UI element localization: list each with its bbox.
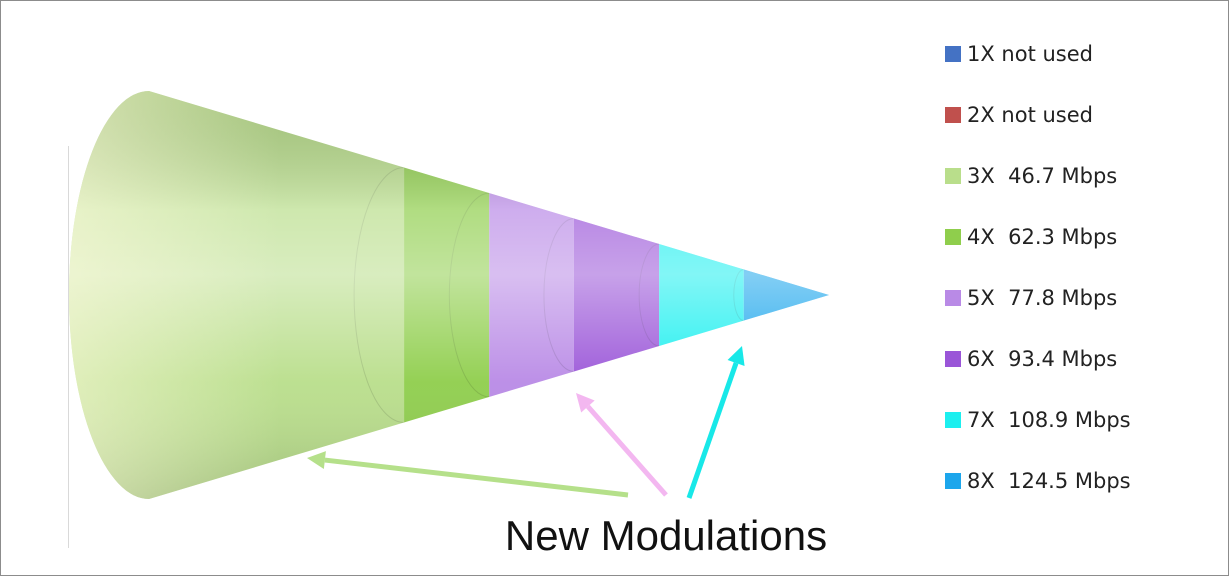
legend-label: 2X not used xyxy=(967,103,1093,127)
legend-swatch xyxy=(945,229,961,245)
legend-label: 4X 62.3 Mbps xyxy=(967,225,1118,249)
legend-label: 6X 93.4 Mbps xyxy=(967,347,1118,371)
legend-label: 1X not used xyxy=(967,42,1093,66)
legend-swatch xyxy=(945,290,961,306)
annotation-arrows xyxy=(307,346,745,499)
legend-swatch xyxy=(945,168,961,184)
arrowhead-3x xyxy=(307,451,326,470)
legend-swatch xyxy=(945,107,961,123)
legend-item: 1X not used xyxy=(945,39,1093,69)
legend-label: 8X 124.5 Mbps xyxy=(967,469,1131,493)
legend-item: 7X 108.9 Mbps xyxy=(945,405,1131,435)
legend-item: 4X 62.3 Mbps xyxy=(945,222,1117,252)
legend-item: 2X not used xyxy=(945,100,1093,130)
arrow-3x xyxy=(324,457,629,498)
legend-item: 3X 46.7 Mbps xyxy=(945,161,1117,191)
legend-item: 8X 124.5 Mbps xyxy=(945,466,1131,496)
legend-swatch xyxy=(945,46,961,62)
legend-swatch xyxy=(945,473,961,489)
legend-item: 5X 77.8 Mbps xyxy=(945,283,1117,313)
legend-swatch xyxy=(945,412,961,428)
arrowhead-7x xyxy=(727,346,745,366)
legend-label: 3X 46.7 Mbps xyxy=(967,164,1118,188)
arrow-7x xyxy=(686,362,739,499)
axis-line xyxy=(68,146,69,548)
legend-item: 6X 93.4 Mbps xyxy=(945,344,1117,374)
legend-label: 7X 108.9 Mbps xyxy=(967,408,1131,432)
legend-swatch xyxy=(945,351,961,367)
annotation-text: New Modulations xyxy=(504,512,828,559)
arrow-5x xyxy=(586,404,668,497)
arrowhead-5x xyxy=(576,393,595,413)
legend-label: 5X 77.8 Mbps xyxy=(967,286,1118,310)
